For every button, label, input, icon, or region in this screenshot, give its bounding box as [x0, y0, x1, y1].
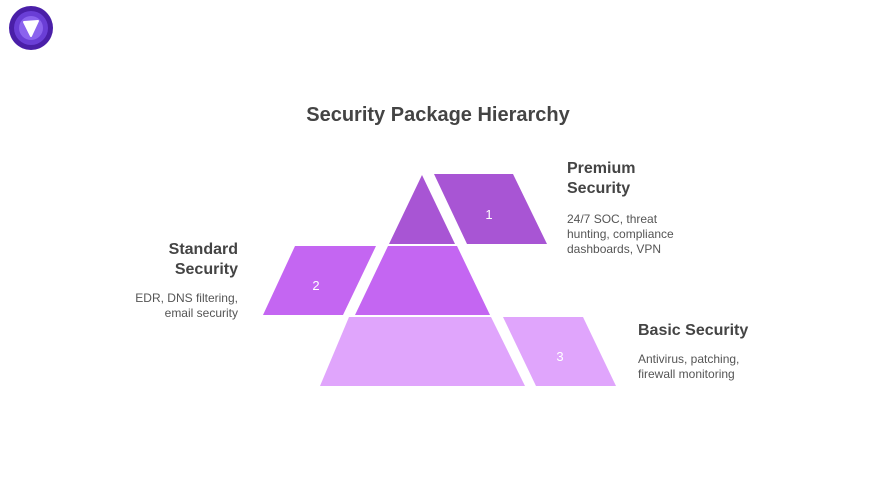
diagram-title: Security Package Hierarchy [306, 104, 570, 126]
premium-desc-line1: 24/7 SOC, threat [567, 212, 658, 226]
premium-desc-line2: hunting, compliance [567, 227, 674, 241]
premium-heading-line2: Security [567, 180, 631, 197]
standard-heading-line1: Standard [168, 241, 238, 258]
standard-heading: Standard Security [169, 240, 238, 280]
basic-heading: Basic Security [638, 322, 749, 339]
premium-desc-line3: dashboards, VPN [567, 242, 662, 256]
level-number-1: 1 [485, 207, 492, 222]
standard-description: EDR, DNS filtering, email security [135, 291, 238, 321]
premium-description: 24/7 SOC, threat hunting, compliance das… [567, 212, 674, 257]
standard-desc-line2: email security [164, 306, 238, 320]
basic-parallelogram [503, 317, 616, 386]
pyramid-bottom-tier [320, 317, 525, 386]
premium-heading-line1: Premium [567, 160, 636, 177]
premium-parallelogram [434, 174, 547, 244]
standard-heading-line2: Security [174, 261, 238, 278]
basic-description: Antivirus, patching, firewall monitoring [638, 352, 739, 382]
standard-parallelogram [263, 246, 376, 315]
premium-heading: Premium Security [567, 159, 635, 199]
basic-desc-line2: firewall monitoring [638, 367, 735, 381]
level-number-3: 3 [556, 349, 563, 364]
pyramid-top-tier [389, 175, 455, 244]
level-number-2: 2 [312, 278, 319, 293]
logo-icon [9, 6, 53, 50]
pyramid-middle-tier [355, 246, 490, 315]
standard-desc-line1: EDR, DNS filtering, [135, 291, 238, 305]
basic-desc-line1: Antivirus, patching, [638, 352, 740, 366]
